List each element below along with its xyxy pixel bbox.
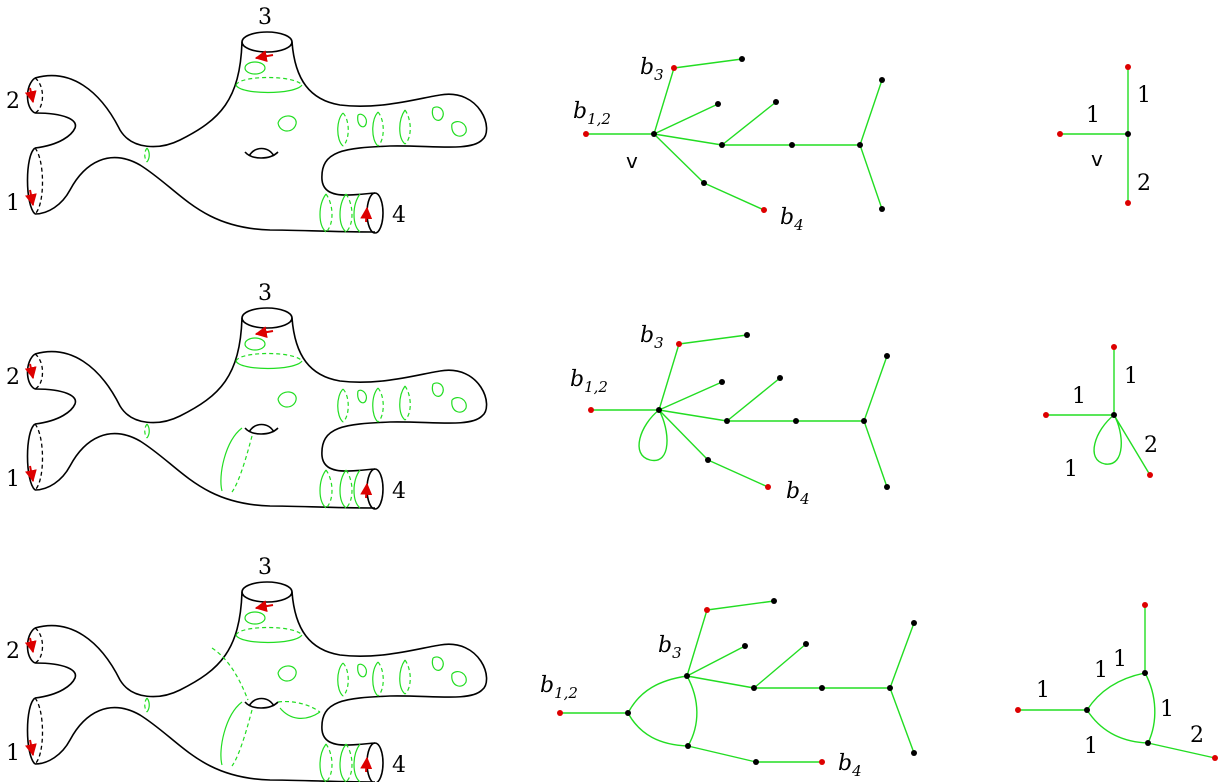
graph-edge-label: 1 [1036,678,1050,703]
surface-row-2: 3 2 1 4 [6,281,488,510]
graph-edge-label: 2 [1144,433,1158,458]
tree-label-b12: b1,2 [573,99,611,128]
graph-edge-label: 1 [1137,83,1151,108]
tree-label-v: v [626,149,638,173]
graph-row-2: 1 1 2 1 [1043,344,1158,482]
graph-row-1: 1 1 2 v [1057,64,1151,206]
tree-vertices-row-1 [583,56,885,213]
tree-vertices-row-3 [557,598,917,765]
tree-label-b3: b3 [640,323,664,352]
graph-edge-label: 2 [1190,723,1204,748]
boundary-label-2: 2 [6,365,20,390]
graph-edge-label: 1 [1124,364,1138,389]
graph-edge-label: 1 [1094,658,1108,683]
graph-edge-label: 2 [1137,171,1151,196]
graph-edge-label: 1 [1084,734,1098,759]
boundary-label-4: 4 [392,753,406,778]
boundary-label-1: 1 [6,191,20,216]
tree-label-b12: b1,2 [570,367,608,396]
tree-row-2: b3 b1,2 b4 [570,323,890,508]
tree-label-b4: b4 [786,479,810,508]
surface-row-3: 3 2 1 4 [6,555,488,782]
graph-edge-label: 1 [1113,647,1127,672]
boundary-label-1: 1 [6,741,20,766]
graph-edge-label: 1 [1064,457,1078,482]
tree-label-b4: b4 [780,205,804,234]
tree-label-b12: b1,2 [540,673,578,702]
graph-edge-label: 1 [1160,697,1174,722]
tree-label-b3: b3 [658,633,682,662]
graph-row-3: 1 1 1 1 1 2 [1015,602,1218,761]
boundary-label-1: 1 [6,467,20,492]
graph-vertex-label-v: v [1091,147,1103,171]
boundary-label-2: 2 [6,639,20,664]
boundary-label-2: 2 [6,89,20,114]
graph-edge-label: 1 [1086,103,1100,128]
boundary-label-3: 3 [258,555,272,580]
surface-row-1: 3 2 1 4 [6,5,488,234]
tree-label-b4: b4 [838,751,862,780]
boundary-label-4: 4 [392,203,406,228]
tree-row-1: b3 b1,2 b4 v [573,55,885,234]
tree-row-3: b3 b1,2 b4 [540,598,917,780]
boundary-label-3: 3 [258,5,272,30]
boundary-label-3: 3 [258,281,272,306]
tree-label-b3: b3 [640,55,664,84]
tree-vertices-row-2 [588,332,890,490]
boundary-label-4: 4 [392,479,406,504]
graph-edge-label: 1 [1072,384,1086,409]
